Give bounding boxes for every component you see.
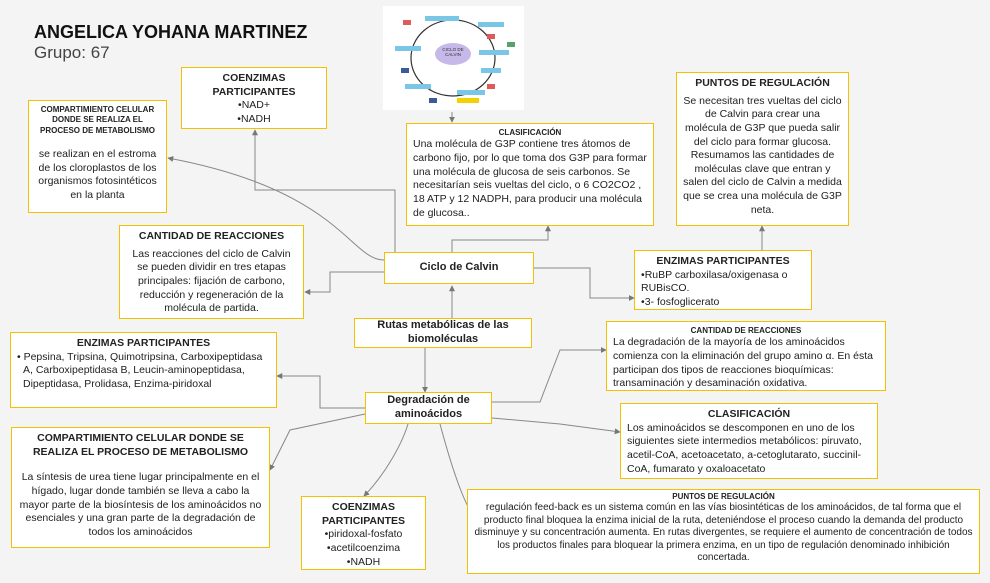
calvin-cantidad-box: CANTIDAD DE REACCIONES Las reacciones de… <box>119 225 304 319</box>
calvin-enzimas-title: ENZIMAS PARTICIPANTES <box>656 255 790 267</box>
amino-enzimas-title: ENZIMAS PARTICIPANTES <box>76 337 211 349</box>
amino-puntos-text: regulación feed-back es un sistema común… <box>474 502 973 564</box>
list-item: NAD+ <box>188 99 320 113</box>
node-degradacion-aminoacidos[interactable]: Degradación de aminoácidos <box>365 392 492 424</box>
link-calvin-compartimiento <box>167 156 385 261</box>
list-item: RuBP carboxilasa/oxigenasa o RUBisCO. <box>641 269 805 296</box>
list-item: NADH <box>188 113 320 127</box>
link-deg-clasificacion <box>491 417 621 435</box>
amino-enzimas-list: Pepsina, Tripsina, Quimotripsina, Carbox… <box>23 350 263 390</box>
amino-coenzimas-box: COENZIMAS PARTICIPANTES piridoxal-fosfat… <box>301 496 426 570</box>
amino-coenzimas-title: COENZIMAS PARTICIPANTES <box>321 501 406 527</box>
node-rutas-metabolicas[interactable]: Rutas metabólicas de las biomoléculas <box>354 318 532 348</box>
list-item: 3- fosfoglicerato <box>641 296 805 309</box>
amino-cantidad-text: La degradación de la mayoría de los amin… <box>613 336 873 390</box>
calvin-cycle-thumbnail: CICLO DE CALVIN <box>383 6 524 110</box>
calvin-compartimiento-title: COMPARTIMIENTO CELULAR DONDE SE REALIZA … <box>40 105 155 135</box>
calvin-compartimiento-box: COMPARTIMIENTO CELULAR DONDE SE REALIZA … <box>28 100 167 213</box>
link-calvin-cantidad <box>304 271 384 295</box>
list-item: NADH <box>308 556 419 569</box>
link-calvin-enzimas <box>534 267 635 301</box>
author-name: ANGELICA YOHANA MARTINEZ <box>34 22 308 42</box>
node-ciclo-de-calvin[interactable]: Ciclo de Calvin <box>384 252 534 284</box>
calvin-clasificacion-text: Una molécula de G3P contiene tres átomos… <box>413 138 647 219</box>
amino-puntos-box: PUNTOS DE REGULACIÓN regulación feed-bac… <box>467 489 980 574</box>
link-deg-coenzimas <box>363 423 409 497</box>
amino-clasificacion-text: Los aminoácidos se descomponen en uno de… <box>627 421 862 475</box>
calvin-puntos-box: PUNTOS DE REGULACIÓN Se necesitan tres v… <box>676 72 849 226</box>
amino-compartimiento-text: La síntesis de urea tiene lugar principa… <box>19 471 262 538</box>
link-deg-cantidad <box>492 347 607 403</box>
amino-clasificacion-box: CLASIFICACIÓN Los aminoácidos se descomp… <box>620 403 878 479</box>
link-calvin-clasificacion <box>451 225 551 252</box>
calvin-enzimas-box: ENZIMAS PARTICIPANTES RuBP carboxilasa/o… <box>634 250 812 310</box>
calvin-clasificacion-box: CLASIFICACIÓN Una molécula de G3P contie… <box>406 123 654 226</box>
link-deg-compartimiento <box>269 413 366 471</box>
group-label: Grupo: 67 <box>34 43 110 62</box>
list-item: acetilcoenzima <box>308 542 419 556</box>
amino-cantidad-title: CANTIDAD DE REACCIONES <box>690 326 802 335</box>
calvin-cantidad-text: Las reacciones del ciclo de Calvin se pu… <box>132 247 291 315</box>
calvin-coenzimas-title: COENZIMAS PARTICIPANTES <box>212 72 296 98</box>
amino-puntos-title: PUNTOS DE REGULACIÓN <box>672 492 775 501</box>
calvin-puntos-title: PUNTOS DE REGULACIÓN <box>695 77 830 89</box>
amino-enzimas-text: • Pepsina, Tripsina, Quimotripsina, Carb… <box>17 350 263 390</box>
amino-enzimas-box: ENZIMAS PARTICIPANTES • Pepsina, Tripsin… <box>10 332 277 408</box>
amino-cantidad-box: CANTIDAD DE REACCIONES La degradación de… <box>606 321 886 391</box>
calvin-clasificacion-title: CLASIFICACIÓN <box>498 128 562 137</box>
calvin-puntos-text: Se necesitan tres vueltas del ciclo de C… <box>683 94 842 216</box>
amino-compartimiento-title: COMPARTIMIENTO CELULAR DONDE SE REALIZA … <box>32 432 249 458</box>
amino-compartimiento-box: COMPARTIMIENTO CELULAR DONDE SE REALIZA … <box>11 427 270 548</box>
calvin-coenzimas-box: COENZIMAS PARTICIPANTES NAD+ NADH <box>181 67 327 129</box>
link-calvin-coenzimas <box>252 129 396 252</box>
link-deg-enzimas <box>276 373 365 409</box>
thumbnail-center-label: CICLO DE CALVIN <box>442 47 464 58</box>
calvin-compartimiento-text: se realizan en el estroma de los cloropl… <box>38 148 157 202</box>
list-item: piridoxal-fosfato <box>308 528 419 542</box>
amino-clasificacion-title: CLASIFICACIÓN <box>707 408 791 420</box>
calvin-cantidad-title: CANTIDAD DE REACCIONES <box>138 230 285 242</box>
